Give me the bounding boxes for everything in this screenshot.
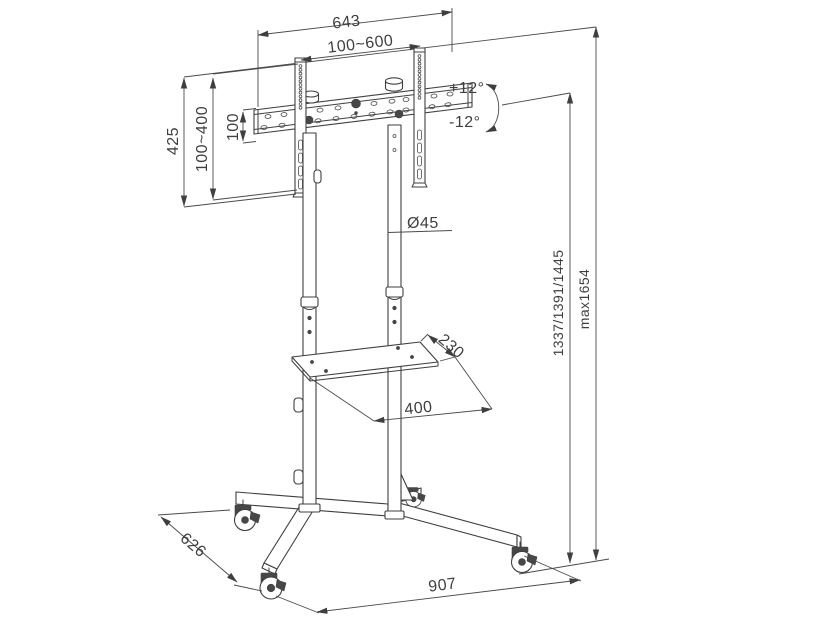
caster-front-left <box>259 567 287 600</box>
label-shelf-depth: 230 <box>435 331 467 362</box>
casters <box>233 499 538 600</box>
base-legs <box>235 473 522 580</box>
label-bracket-height: 425 <box>165 127 182 155</box>
media-shelf <box>291 341 439 382</box>
crossbar-lower-holes <box>260 102 452 130</box>
label-shelf-width: 400 <box>404 399 434 419</box>
label-bar-height: 100 <box>225 113 242 141</box>
pole-left <box>293 132 322 513</box>
crossbar-knobs <box>302 77 404 125</box>
dim-shelf-depth: 230 <box>420 331 493 410</box>
label-tilt-down: -12° <box>449 114 481 131</box>
dim-height-positions: 1337/1391/1445 <box>550 92 574 564</box>
pole-right <box>384 124 405 520</box>
dim-base-width: 907 <box>275 555 582 614</box>
label-height-positions: 1337/1391/1445 <box>550 250 566 357</box>
label-pole-diameter: Ø45 <box>407 215 439 232</box>
dim-vesa-height: 100~400 <box>194 63 299 201</box>
dim-bar-height: 100 <box>225 108 257 144</box>
label-max-height: max1654 <box>576 269 592 329</box>
label-base-width: 907 <box>427 575 457 595</box>
mount-crossbar <box>253 77 473 135</box>
support-poles <box>293 124 405 520</box>
dim-tilt: +12° -12° <box>449 80 571 133</box>
dim-shelf-width: 400 <box>309 377 493 424</box>
caster-front-right <box>510 541 538 574</box>
dim-bracket-height: 425 <box>165 77 297 208</box>
label-overall-width: 643 <box>331 12 361 32</box>
label-vesa-height: 100~400 <box>194 106 211 172</box>
dim-overall-width: 643 <box>257 8 453 107</box>
dim-max-height: max1654 <box>576 26 600 561</box>
label-tilt-up: +12° <box>449 80 485 97</box>
vesa-rail-right <box>411 47 428 188</box>
tv-mount-bracket <box>253 47 473 198</box>
dim-pole-diameter: Ø45 <box>387 215 453 233</box>
